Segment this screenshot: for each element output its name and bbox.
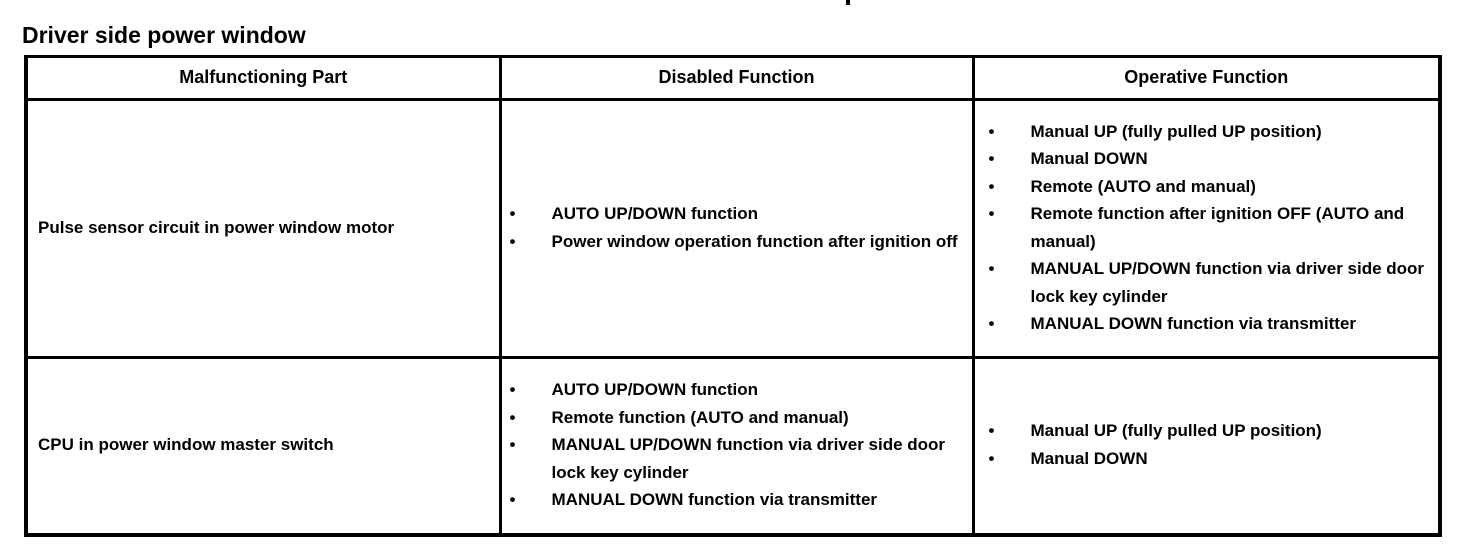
- list-item: • MANUAL UP/DOWN function via driver sid…: [985, 255, 1431, 310]
- list-item: • Manual DOWN: [985, 145, 1431, 173]
- list-item-label: MANUAL UP/DOWN function via driver side …: [551, 435, 946, 482]
- operative-function-list: • Manual UP (fully pulled UP position) •…: [985, 417, 1431, 472]
- list-item: • MANUAL DOWN function via transmitter: [506, 486, 964, 514]
- operative-function-list: • Manual UP (fully pulled UP position) •…: [985, 118, 1431, 338]
- spec-table-container: Malfunctioning Part Disabled Function Op…: [24, 55, 1442, 537]
- column-header-operative-function: Operative Function: [973, 56, 1440, 101]
- list-item: • Manual UP (fully pulled UP position): [985, 417, 1431, 445]
- list-item-label: AUTO UP/DOWN function: [551, 380, 759, 399]
- table-body: Pulse sensor circuit in power window mot…: [26, 98, 1440, 535]
- list-item-label: Power window operation function after ig…: [551, 231, 958, 251]
- list-item: • MANUAL UP/DOWN function via driver sid…: [506, 431, 964, 486]
- bullet-icon: •: [509, 204, 516, 223]
- bullet-icon: •: [988, 204, 995, 223]
- bullet-icon: •: [509, 407, 516, 427]
- column-header-malfunctioning-part: Malfunctioning Part: [26, 56, 502, 101]
- bullet-icon: •: [988, 121, 995, 141]
- table-row: Pulse sensor circuit in power window mot…: [26, 98, 1440, 358]
- page-title: Driver side power window: [22, 22, 306, 49]
- list-item-label: AUTO UP/DOWN function: [551, 204, 759, 223]
- bullet-icon: •: [988, 149, 995, 168]
- list-item-label: Manual DOWN: [1030, 149, 1148, 168]
- list-item-label: Remote (AUTO and manual): [1030, 176, 1256, 196]
- disabled-function-list: • AUTO UP/DOWN function • Power window o…: [506, 200, 964, 255]
- bullet-icon: •: [509, 490, 516, 509]
- list-item-label: Manual UP (fully pulled UP position): [1030, 421, 1322, 441]
- list-item: • MANUAL DOWN function via transmitter: [985, 310, 1431, 338]
- list-item: • Remote (AUTO and manual): [985, 173, 1431, 201]
- list-item-label: Manual DOWN: [1030, 448, 1148, 468]
- list-item: • Remote function (AUTO and manual): [506, 404, 964, 432]
- clipped-text-artifact: [846, 0, 850, 5]
- list-item: • Manual UP (fully pulled UP position): [985, 118, 1431, 146]
- list-item-label: Remote function after ignition OFF (AUTO…: [1030, 204, 1405, 251]
- bullet-icon: •: [988, 421, 995, 441]
- cell-operative-function: • Manual UP (fully pulled UP position) •…: [973, 98, 1440, 358]
- list-item: • AUTO UP/DOWN function: [506, 200, 964, 228]
- cell-disabled-function: • AUTO UP/DOWN function • Remote functio…: [500, 356, 975, 535]
- table-header-row: Malfunctioning Part Disabled Function Op…: [26, 56, 1440, 101]
- cell-malfunctioning-part: Pulse sensor circuit in power window mot…: [26, 98, 502, 358]
- power-window-fault-table: Malfunctioning Part Disabled Function Op…: [24, 55, 1442, 537]
- bullet-icon: •: [988, 448, 995, 468]
- bullet-icon: •: [988, 314, 995, 333]
- column-header-disabled-function: Disabled Function: [500, 56, 975, 101]
- bullet-icon: •: [988, 176, 995, 196]
- list-item-label: MANUAL UP/DOWN function via driver side …: [1030, 259, 1425, 306]
- list-item-label: Manual UP (fully pulled UP position): [1030, 121, 1322, 141]
- cell-malfunctioning-part: CPU in power window master switch: [26, 356, 502, 535]
- table-header: Malfunctioning Part Disabled Function Op…: [26, 56, 1440, 101]
- list-item-label: Remote function (AUTO and manual): [551, 407, 849, 427]
- malfunctioning-part-label: Pulse sensor circuit in power window mot…: [38, 218, 395, 237]
- bullet-icon: •: [509, 231, 516, 251]
- bullet-icon: •: [509, 435, 516, 454]
- list-item: • Remote function after ignition OFF (AU…: [985, 200, 1431, 255]
- list-item: • Power window operation function after …: [506, 228, 964, 256]
- list-item: • AUTO UP/DOWN function: [506, 376, 964, 404]
- list-item: • Manual DOWN: [985, 445, 1431, 473]
- list-item-label: MANUAL DOWN function via transmitter: [1030, 314, 1357, 333]
- bullet-icon: •: [988, 259, 995, 278]
- malfunctioning-part-label: CPU in power window master switch: [38, 435, 334, 455]
- list-item-label: MANUAL DOWN function via transmitter: [551, 490, 878, 509]
- disabled-function-list: • AUTO UP/DOWN function • Remote functio…: [506, 376, 964, 514]
- cell-operative-function: • Manual UP (fully pulled UP position) •…: [973, 356, 1440, 535]
- bullet-icon: •: [509, 380, 516, 399]
- table-row: CPU in power window master switch • AUTO…: [26, 356, 1440, 535]
- cell-disabled-function: • AUTO UP/DOWN function • Power window o…: [500, 98, 975, 358]
